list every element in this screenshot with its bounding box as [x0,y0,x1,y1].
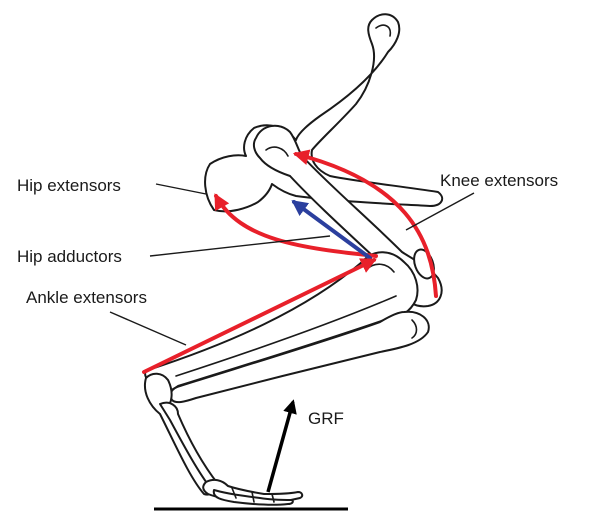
knee-extensors-label: Knee extensors [440,171,558,190]
grf-arrow [268,402,293,492]
ankle-extensors-label: Ankle extensors [26,288,147,307]
hip-extensors-label: Hip extensors [17,176,121,195]
hip-adductors-label: Hip adductors [17,247,122,266]
ankle-extensors-leader [110,312,186,345]
toe-bones [203,480,302,505]
grf-label: GRF [308,409,344,428]
hip-extensors-leader [156,184,206,194]
